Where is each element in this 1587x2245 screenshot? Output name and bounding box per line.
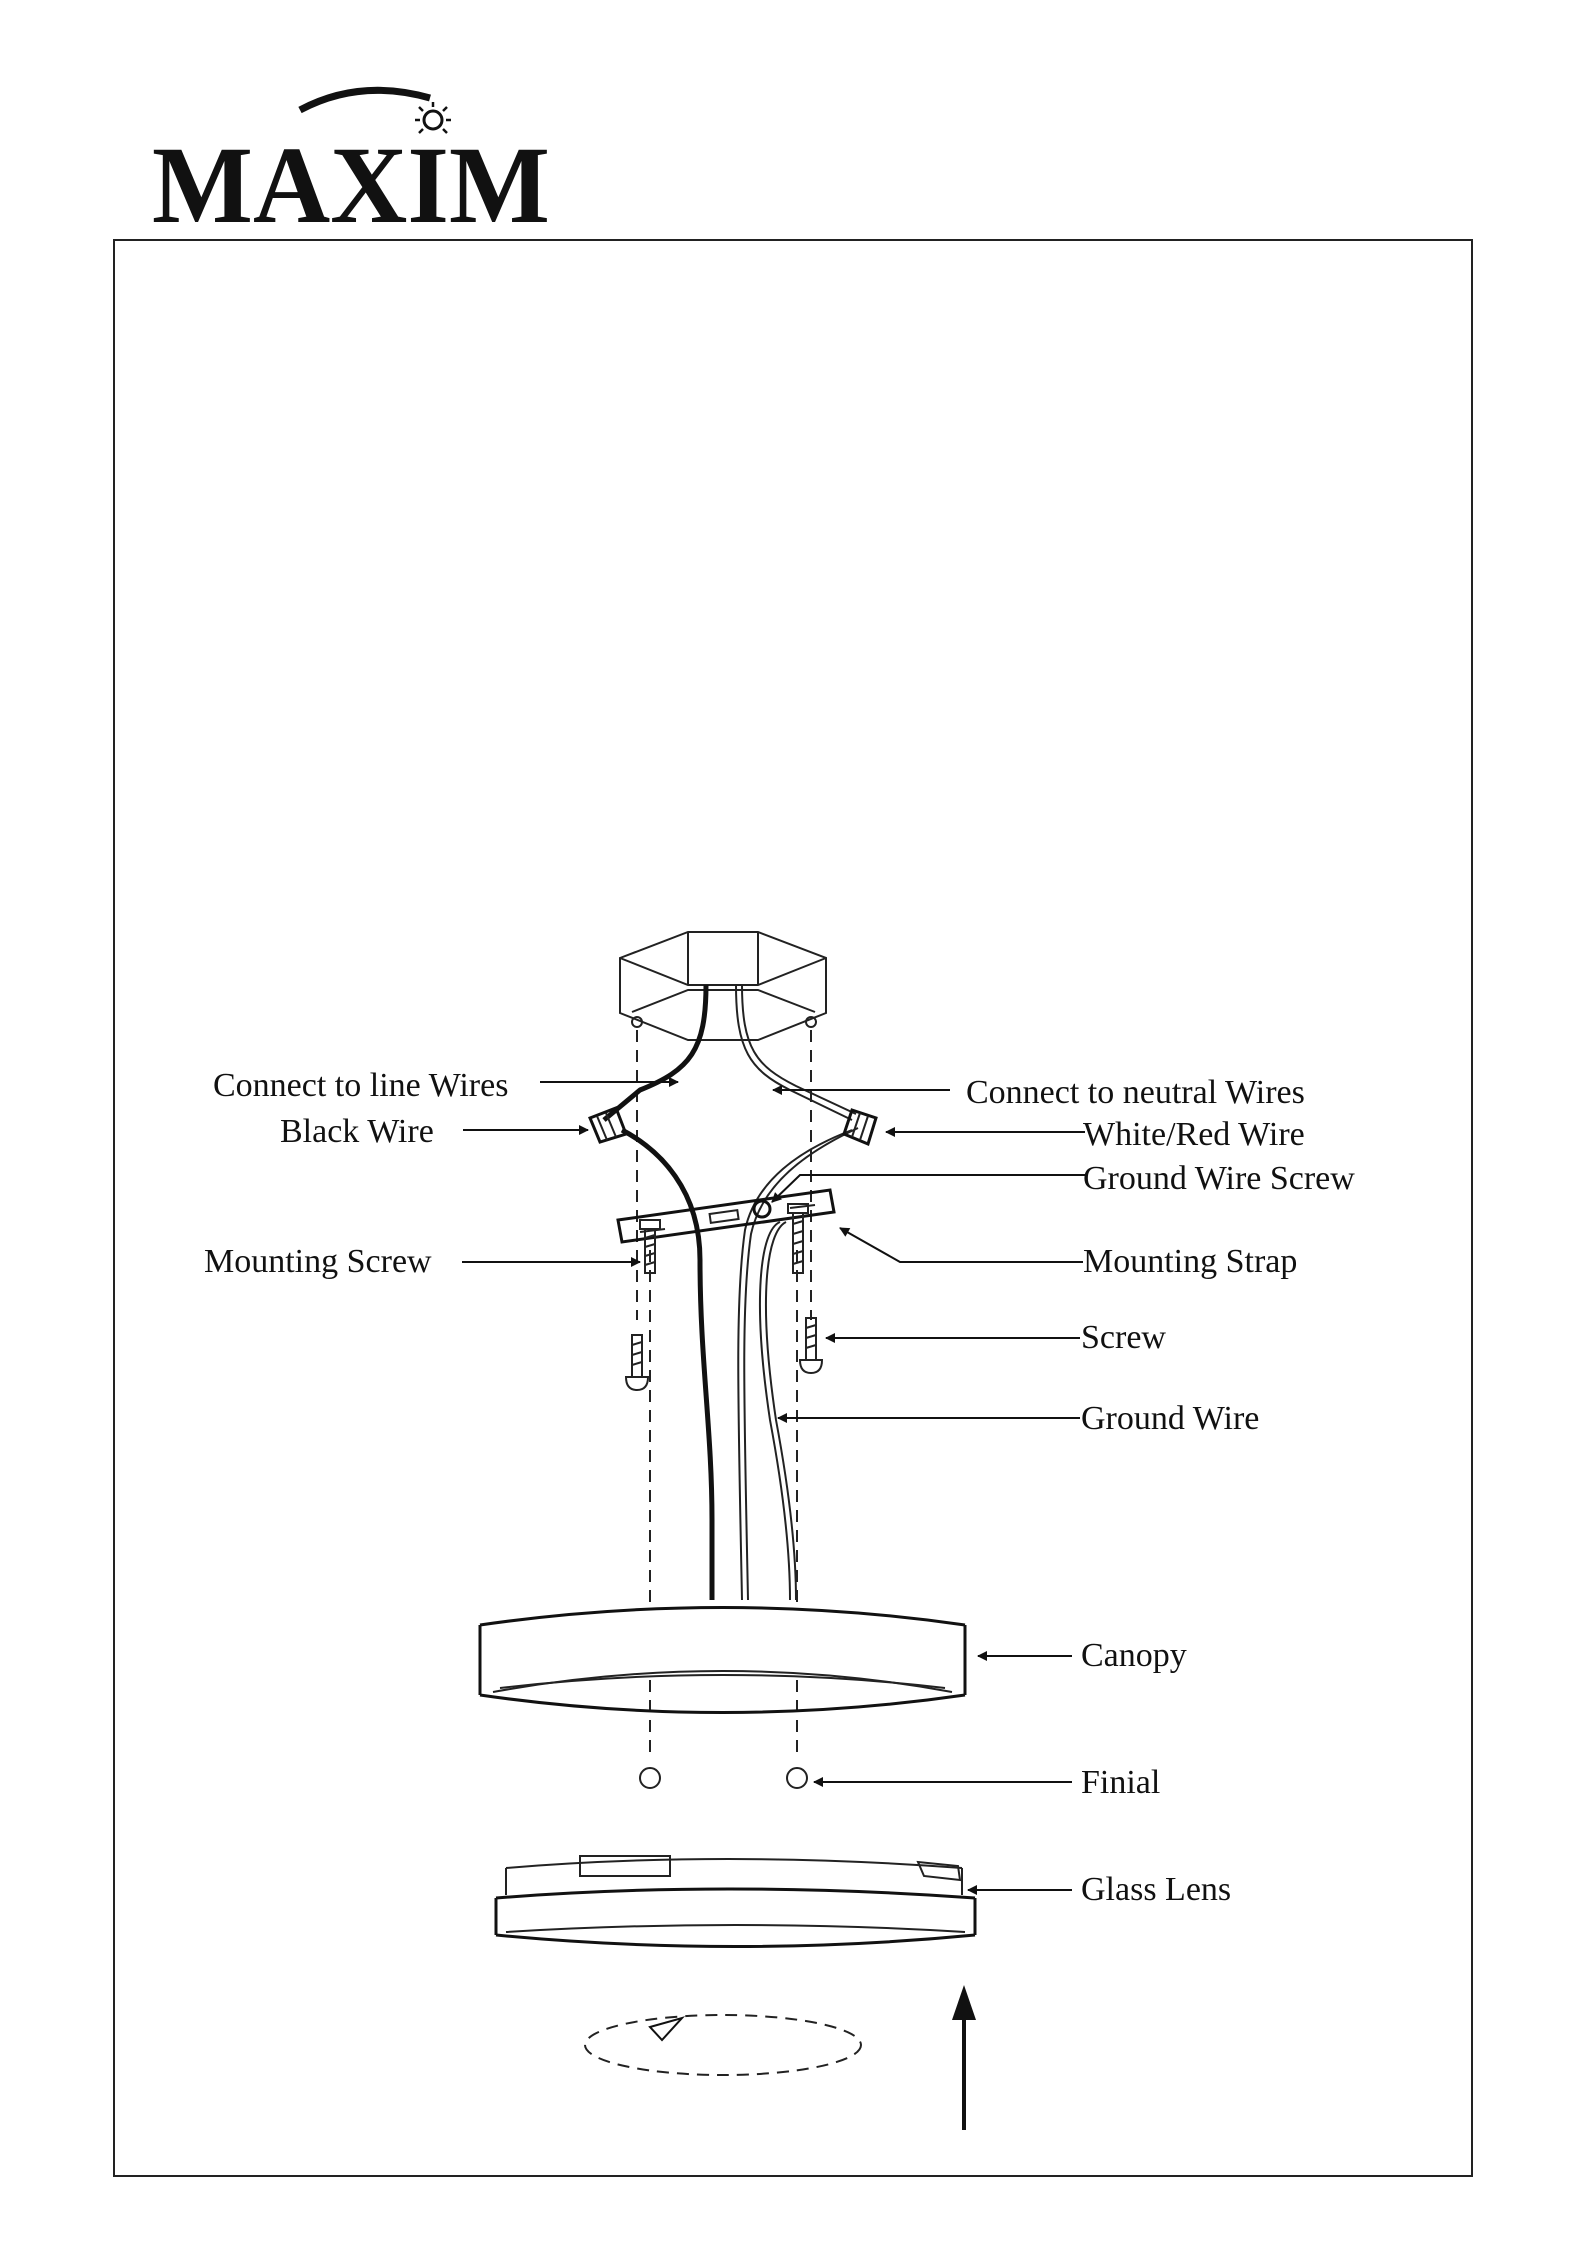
finial-left-icon <box>640 1768 660 1788</box>
lift-arrow-icon <box>952 1985 976 2130</box>
glass-lens <box>496 1856 975 1947</box>
label-black-wire: Black Wire <box>280 1113 434 1150</box>
white-wire-nut-icon <box>844 1110 876 1144</box>
junction-box <box>620 932 826 1040</box>
label-screw: Screw <box>1081 1319 1166 1356</box>
label-mounting-strap: Mounting Strap <box>1083 1243 1297 1280</box>
label-mounting-screw: Mounting Screw <box>204 1243 432 1280</box>
label-line-wires: Connect to line Wires <box>213 1067 508 1104</box>
black-wire-nut-icon <box>590 1108 626 1142</box>
label-finial: Finial <box>1081 1764 1160 1801</box>
label-ground-wire-screw: Ground Wire Screw <box>1083 1160 1355 1197</box>
label-ground-wire: Ground Wire <box>1081 1400 1259 1437</box>
mounting-screw-left-icon <box>640 1220 660 1273</box>
maxim-logo: MAXIM <box>152 90 550 246</box>
alignment-lines <box>637 1030 811 1760</box>
logo-arc <box>300 90 430 110</box>
rotate-arrow-icon <box>585 2015 861 2075</box>
logo-wordmark: MAXIM <box>152 124 550 246</box>
black-wire-path <box>604 985 712 1600</box>
screw-left-icon <box>626 1335 648 1390</box>
mounting-strap <box>618 1190 834 1242</box>
label-white-red-wire: White/Red Wire <box>1083 1116 1305 1153</box>
leader-lines <box>462 1082 1085 1890</box>
label-canopy: Canopy <box>1081 1637 1187 1674</box>
label-glass-lens: Glass Lens <box>1081 1871 1231 1908</box>
screw-right-icon <box>800 1318 822 1373</box>
ground-wire-path <box>760 1222 796 1600</box>
finial-right-icon <box>787 1768 807 1788</box>
mounting-screw-right-icon <box>788 1204 808 1273</box>
label-neutral-wires: Connect to neutral Wires <box>966 1074 1305 1111</box>
canopy <box>480 1608 965 1713</box>
